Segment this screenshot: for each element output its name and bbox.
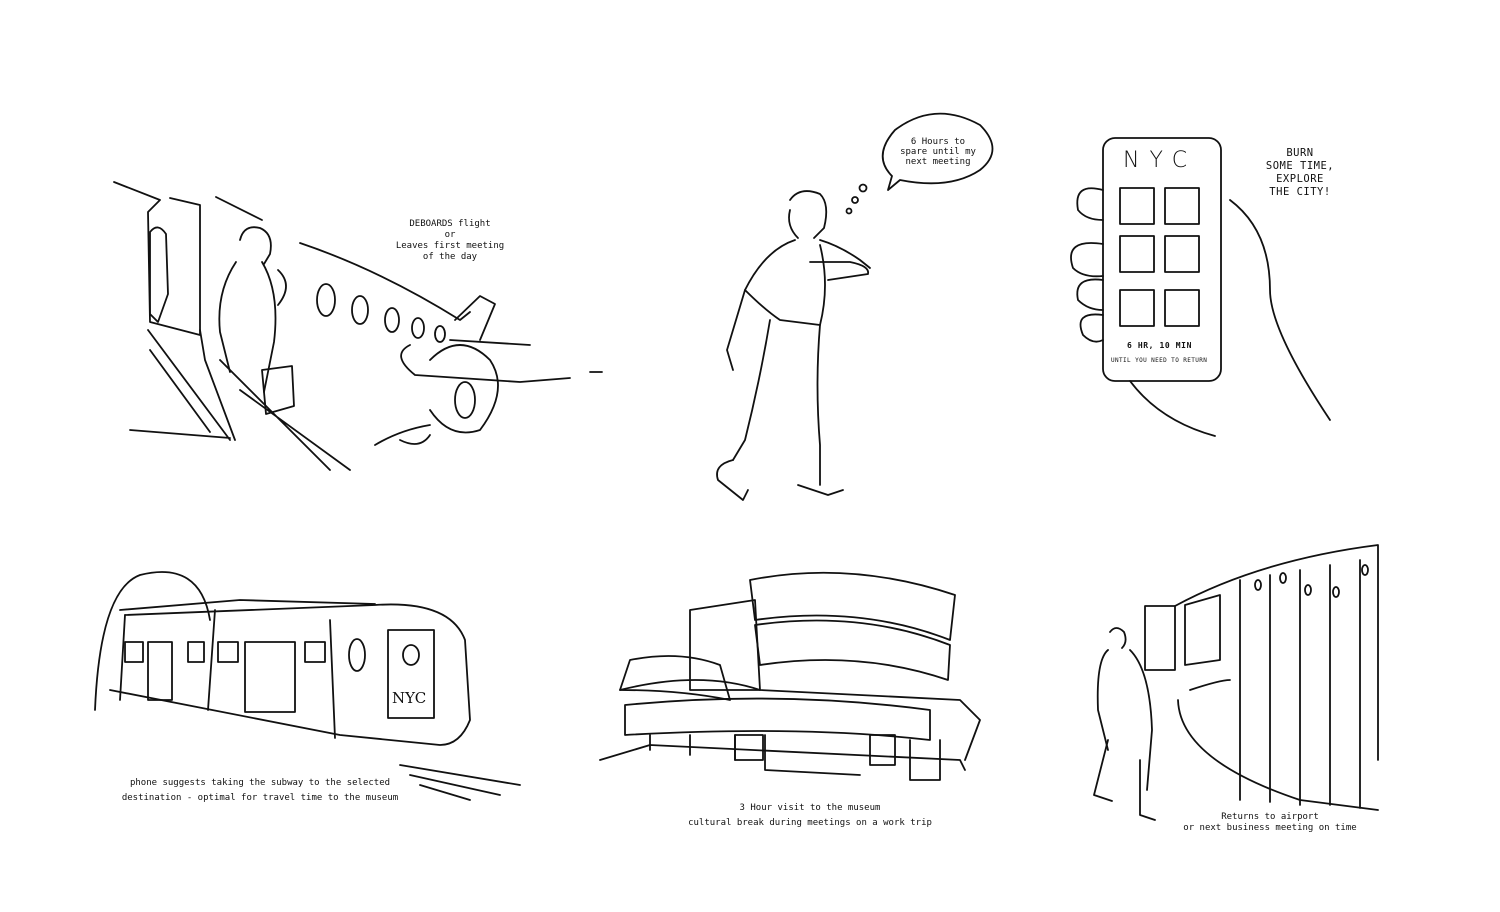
phone-in-hand-drawing xyxy=(1070,137,1331,437)
plane-caption-line-4: of the day xyxy=(422,252,478,262)
phone-return-note: UNTIL YOU NEED TO RETURN xyxy=(1111,357,1208,364)
subway-caption: phone suggests taking the subway to the … xyxy=(110,776,410,806)
airport-caption-line-1: Returns to airport xyxy=(1221,812,1319,822)
explore-line-2: SOME TIME, xyxy=(1265,160,1335,172)
bubble-line-2: spare until my xyxy=(900,147,976,157)
subway-caption-line-1: phone suggests taking the subway to the … xyxy=(129,778,391,788)
thought-bubble-text: 6 Hours to spare until my next meeting xyxy=(888,137,988,167)
museum-caption-line-1: 3 Hour visit to the museum xyxy=(739,803,881,813)
museum-caption: 3 Hour visit to the museum cultural brea… xyxy=(660,801,960,831)
explore-line-3: EXPLORE xyxy=(1276,173,1324,185)
plane-caption-line-1: DEBOARDS flight xyxy=(409,219,491,229)
airport-return-drawing xyxy=(1093,544,1379,821)
subway-train-drawing xyxy=(94,571,521,801)
museum-building-drawing xyxy=(599,571,981,781)
airport-caption-line-2: or next business meeting on time xyxy=(1183,823,1357,833)
plane-caption-line-2: or xyxy=(444,230,456,240)
bubble-line-1: 6 Hours to xyxy=(910,137,966,147)
airport-caption: Returns to airport or next business meet… xyxy=(1170,812,1370,834)
explore-callout: BURN SOME TIME, EXPLORE THE CITY! xyxy=(1245,147,1355,199)
phone-screen-title: NYC xyxy=(1123,148,1198,173)
phone-time-remaining: 6 HR, 10 MIN xyxy=(1127,341,1192,350)
bubble-line-3: next meeting xyxy=(905,157,971,167)
walking-man-drawing xyxy=(716,112,994,501)
train-nyc-sign: NYC xyxy=(392,689,427,707)
plane-scene-drawing xyxy=(113,181,603,471)
museum-caption-line-2: cultural break during meetings on a work… xyxy=(688,818,932,828)
plane-caption-line-3: Leaves first meeting xyxy=(395,241,505,251)
explore-line-4: THE CITY! xyxy=(1269,186,1331,198)
explore-line-1: BURN xyxy=(1286,147,1314,159)
plane-caption: DEBOARDS flight or Leaves first meeting … xyxy=(395,219,505,263)
subway-caption-line-2: destination - optimal for travel time to… xyxy=(121,793,399,803)
